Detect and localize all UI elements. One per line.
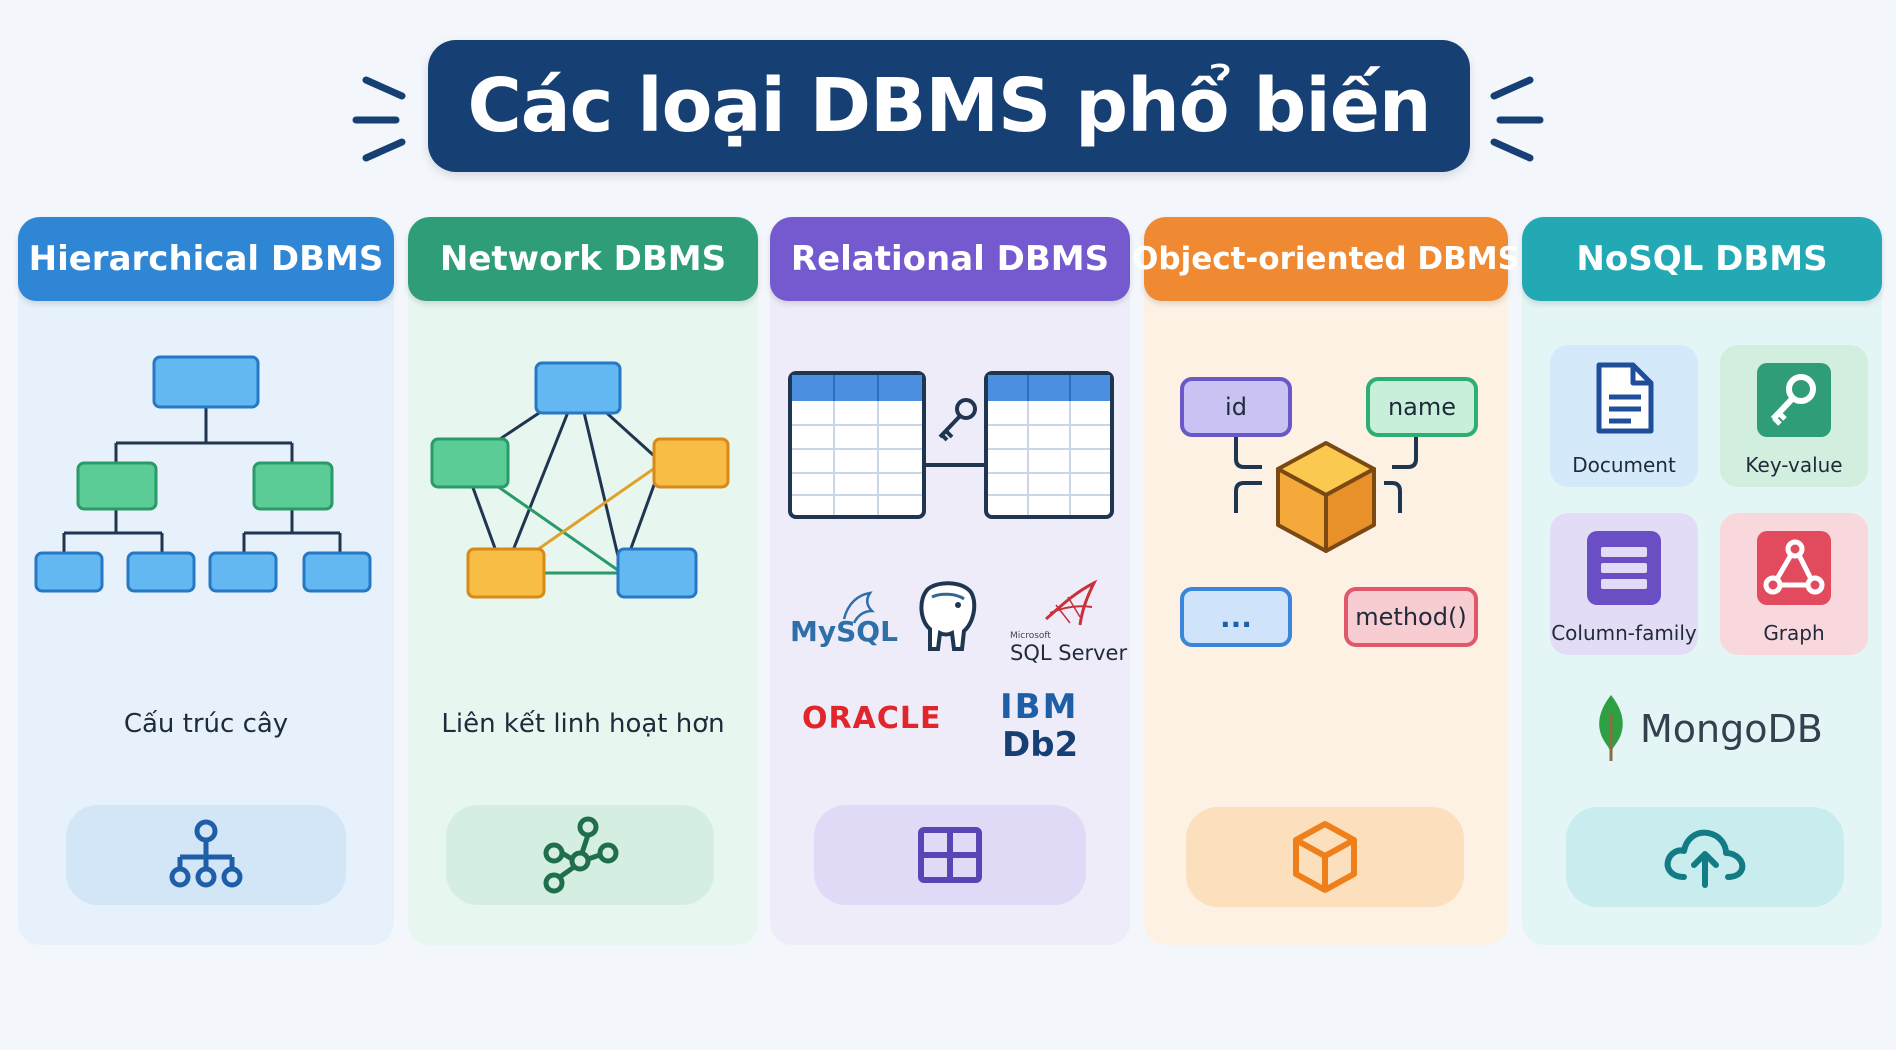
oracle-logo: ORACLE xyxy=(802,701,942,736)
nosql-tile-column-family: Column-family xyxy=(1550,513,1698,655)
cube-icon-pill xyxy=(1186,807,1464,907)
column-relational: Relational DBMS xyxy=(770,217,1130,945)
column-caption: Liên kết linh hoạt hơn xyxy=(441,709,725,739)
hierarchy-icon xyxy=(169,819,243,888)
key-icon xyxy=(1757,363,1831,437)
right-burst-decoration xyxy=(1486,70,1546,164)
column-header: Hierarchical DBMS xyxy=(18,217,394,301)
leaf-node xyxy=(34,551,104,593)
table-icon-pill xyxy=(814,805,1086,905)
document-icon xyxy=(1596,362,1654,434)
column-header: Object-oriented DBMS xyxy=(1132,217,1520,301)
page-title: Các loại DBMS phổ biến xyxy=(428,40,1470,172)
network-nodes-icon xyxy=(543,816,619,894)
nosql-tile-document: Document xyxy=(1550,345,1698,487)
object-connectors xyxy=(1234,437,1418,513)
left-burst-decoration xyxy=(350,70,410,164)
object-field-more: ... xyxy=(1180,587,1292,647)
ibm-logo: IBM xyxy=(1000,687,1079,727)
object-field-id: id xyxy=(1180,377,1292,437)
cube-icon xyxy=(1293,821,1357,893)
object-method: method() xyxy=(1344,587,1478,647)
tile-label: Graph xyxy=(1763,621,1825,645)
cloud-upload-icon xyxy=(1664,829,1746,888)
object-field-name: name xyxy=(1366,377,1478,437)
db2-logo: Db2 xyxy=(1002,725,1079,765)
leaf-node xyxy=(302,551,372,593)
root-node xyxy=(152,355,260,409)
sql-server-subtext: Microsoft xyxy=(1010,631,1051,641)
column-header: Network DBMS xyxy=(408,217,758,301)
cloud-icon-pill xyxy=(1566,807,1844,907)
child-node xyxy=(252,461,334,511)
related-tables-diagram xyxy=(788,371,1114,519)
network-icon-pill xyxy=(446,805,714,905)
hierarchy-icon-pill xyxy=(66,805,346,905)
network-node xyxy=(652,437,730,489)
network-node xyxy=(534,361,622,415)
nosql-tile-key-value: Key-value xyxy=(1720,345,1868,487)
column-caption: Cấu trúc cây xyxy=(123,709,289,739)
column-nosql: NoSQL DBMS Document Key-value Column-fam… xyxy=(1522,217,1882,945)
mysql-logo-text: MySQL xyxy=(790,615,898,648)
postgresql-elephant-icon xyxy=(919,581,977,651)
leaf-node xyxy=(208,551,278,593)
column-header: Relational DBMS xyxy=(770,217,1130,301)
child-node xyxy=(76,461,158,511)
column-family-icon xyxy=(1587,531,1661,605)
network-node xyxy=(466,547,546,599)
column-object-oriented: Object-oriented DBMS id name ... method(… xyxy=(1132,217,1520,945)
mysql-logo: MySQL xyxy=(790,591,898,648)
mongodb-logo-text: MongoDB xyxy=(1640,707,1823,751)
table-grid-icon xyxy=(918,827,982,883)
tile-label: Key-value xyxy=(1745,453,1843,477)
column-network: Network DBMS Liên kết linh hoạt hơn xyxy=(408,217,758,945)
title-area: Các loại DBMS phổ biến xyxy=(0,0,1896,190)
network-node xyxy=(430,437,510,489)
sql-server-icon xyxy=(1045,579,1098,626)
network-graph-diagram xyxy=(430,361,730,599)
mongodb-leaf-icon xyxy=(1599,695,1623,761)
tile-label: Column-family xyxy=(1551,621,1697,645)
tile-label: Document xyxy=(1572,453,1676,477)
network-node xyxy=(616,547,698,599)
key-link-icon xyxy=(938,398,977,442)
right-table xyxy=(984,371,1114,519)
dolphin-icon xyxy=(842,591,876,624)
nosql-tile-graph: Graph xyxy=(1720,513,1868,655)
left-table xyxy=(788,371,926,519)
hierarchy-tree-diagram xyxy=(34,355,372,593)
leaf-node xyxy=(126,551,196,593)
column-header: NoSQL DBMS xyxy=(1522,217,1882,301)
column-hierarchical: Hierarchical DBMS Cấu trúc cây xyxy=(18,217,394,945)
sql-server-text: SQL Server xyxy=(1010,641,1128,665)
graph-icon xyxy=(1757,531,1831,605)
object-cube xyxy=(1276,441,1376,553)
